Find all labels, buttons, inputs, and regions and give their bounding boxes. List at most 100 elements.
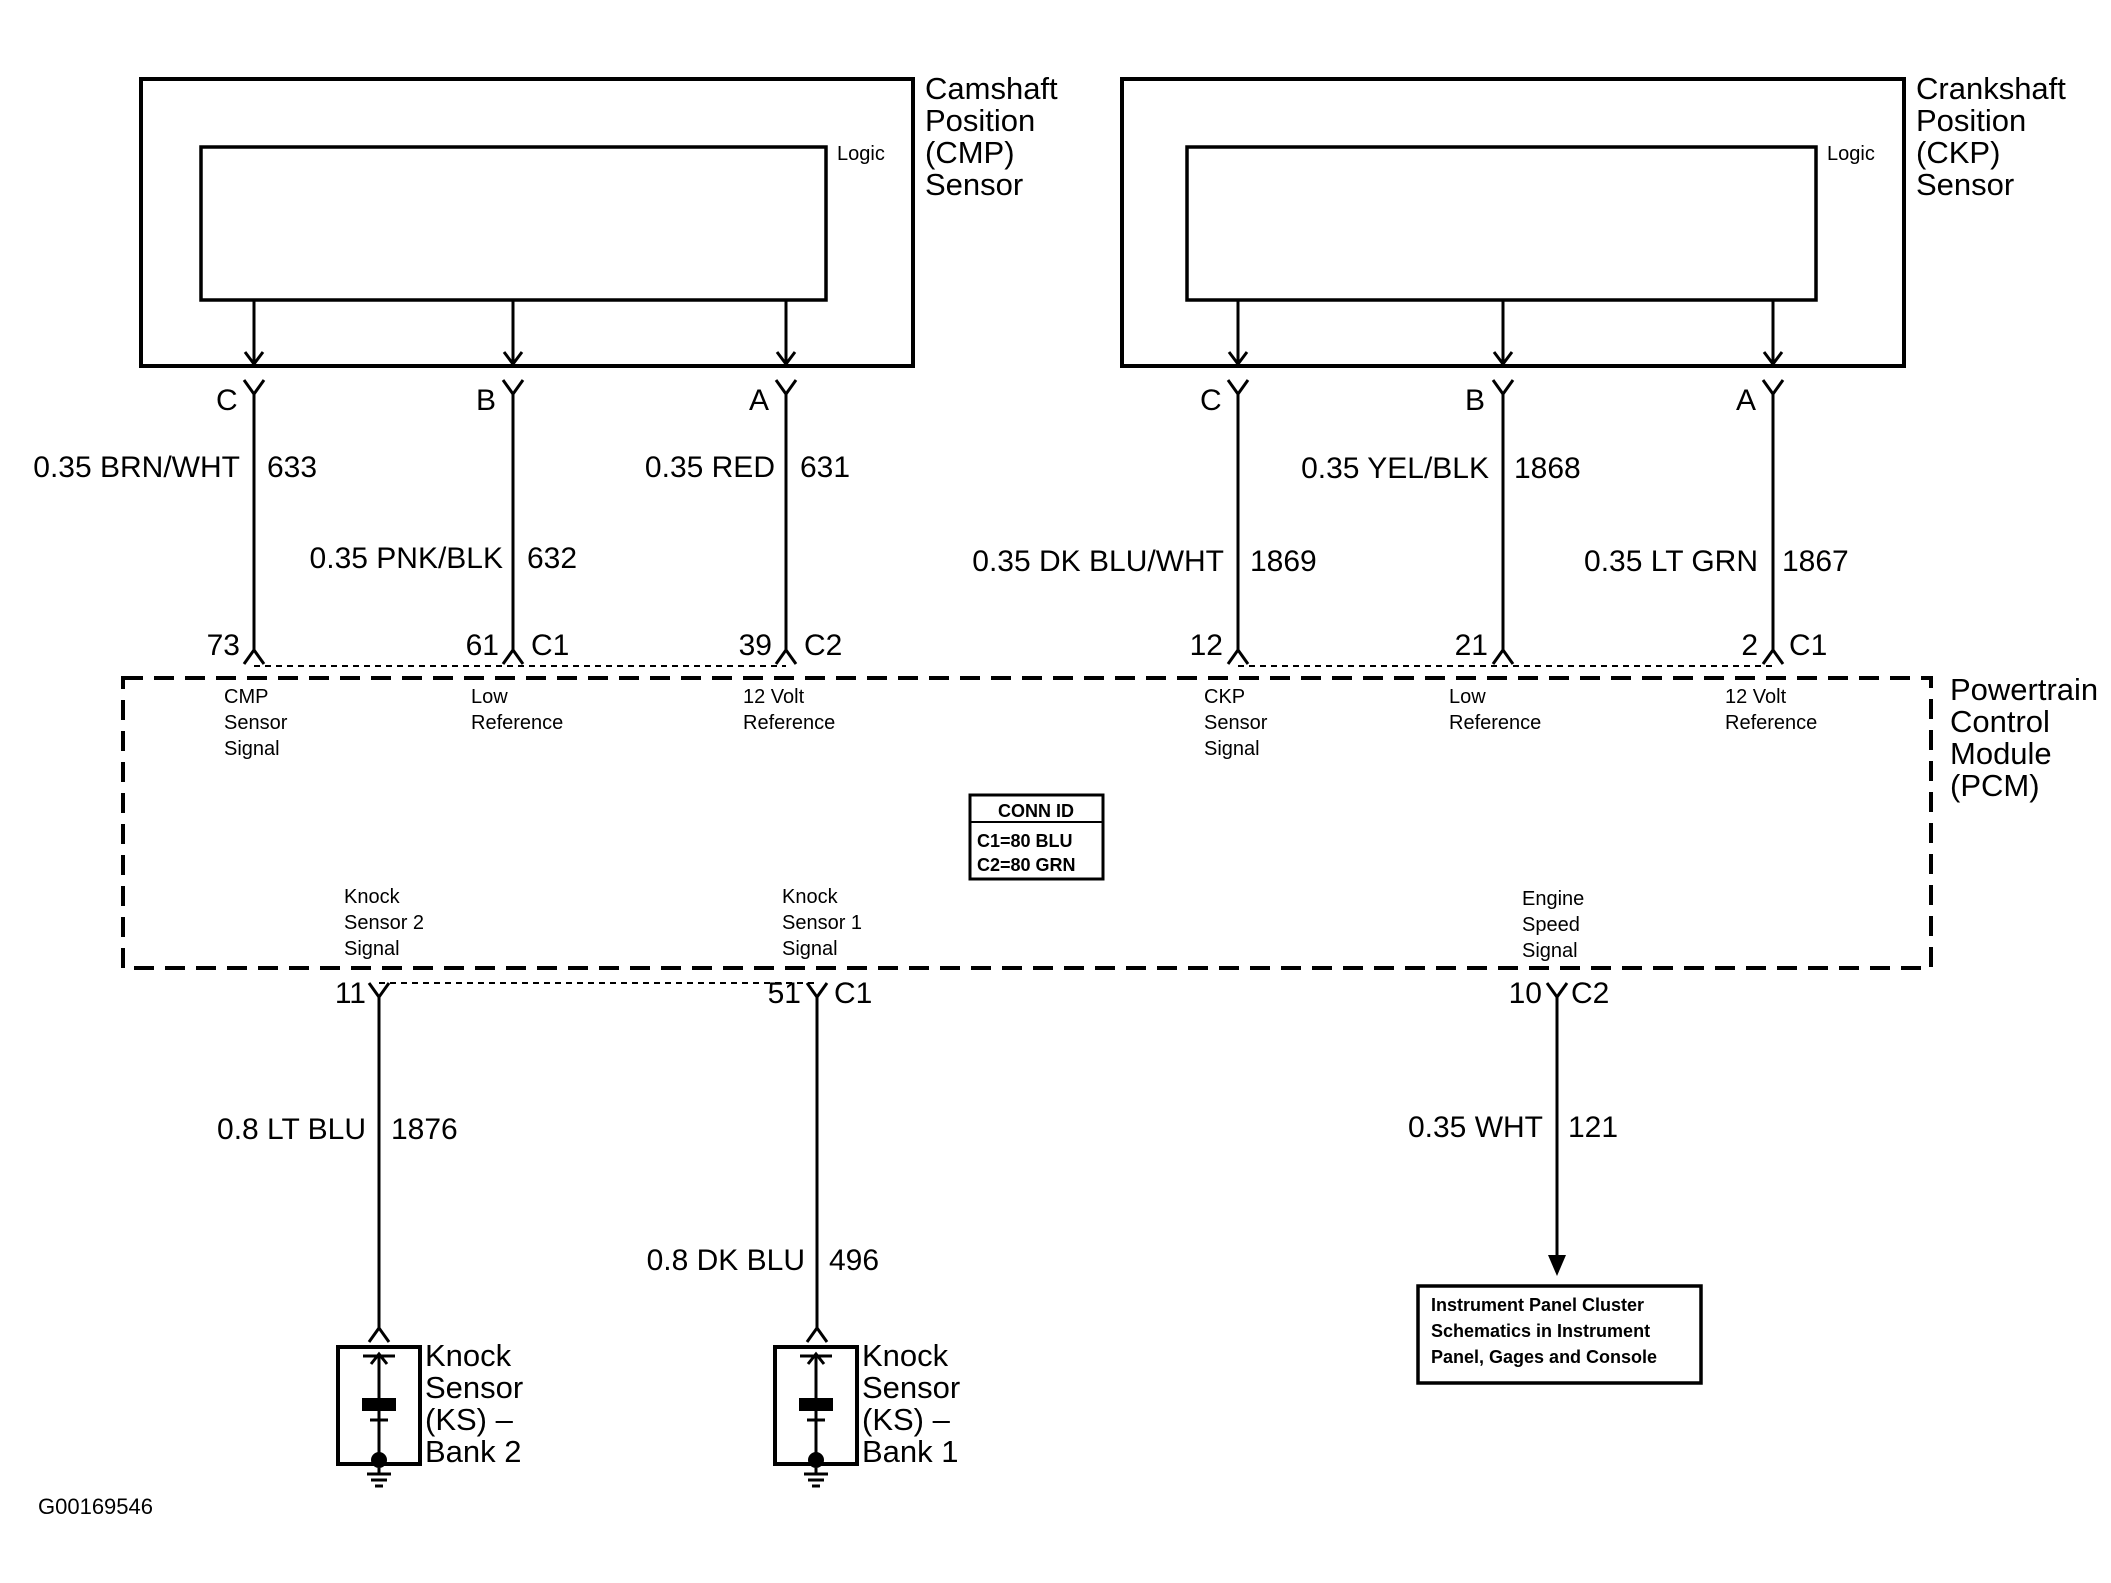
signal-cmp-line-3: Signal bbox=[224, 738, 280, 760]
figure-id: G00169546 bbox=[38, 1494, 153, 1519]
signal-ckp-line-3: Signal bbox=[1204, 738, 1260, 760]
cmp-arrow-c bbox=[243, 300, 265, 367]
ipc-reference-frame bbox=[1416, 1284, 1703, 1385]
pin-12: 12 bbox=[1190, 629, 1223, 662]
ckp-sensor-outer-box bbox=[1120, 77, 1906, 368]
ks2-bottom-terminal bbox=[370, 1411, 388, 1460]
ckp-arrow-b bbox=[1492, 300, 1514, 367]
signal-knock2-line-3: Signal bbox=[344, 938, 400, 960]
ks2-name-line-4: Bank 2 bbox=[425, 1434, 522, 1469]
bottom-wire-1876: 11 0.8 LT BLU 1876 bbox=[217, 977, 458, 1343]
wire-1868-circuit: 1868 bbox=[1514, 452, 1581, 485]
ckp-arrow-a bbox=[1762, 300, 1784, 367]
cmp-arrow-b bbox=[502, 300, 524, 367]
pin-61: 61 bbox=[466, 629, 499, 662]
ks1-top-terminal bbox=[800, 1351, 832, 1398]
ipc-reference-line-2: Schematics in Instrument bbox=[1431, 1321, 1650, 1341]
ks1-name-line-2: Sensor bbox=[862, 1370, 960, 1405]
wire-121-color: 0.35 WHT bbox=[1408, 1111, 1543, 1144]
ckp-name-line-3: (CKP) bbox=[1916, 135, 2000, 170]
pin-11: 11 bbox=[335, 977, 366, 1010]
wire-1876-circuit: 1876 bbox=[391, 1113, 458, 1146]
cmp-logic-label: Logic bbox=[837, 143, 885, 165]
pcm-name-line-3: Module bbox=[1950, 736, 2052, 771]
signal-12v-ref-2-line-2: Reference bbox=[1725, 712, 1817, 734]
pin-51-connector: C1 bbox=[834, 977, 872, 1010]
wire-1876-color: 0.8 LT BLU bbox=[217, 1113, 366, 1146]
pin-51: 51 bbox=[768, 977, 801, 1010]
pin-10: 10 bbox=[1509, 977, 1542, 1010]
cmp-sensor-outer-box bbox=[139, 77, 915, 368]
signal-12v-ref-1-line-2: Reference bbox=[743, 712, 835, 734]
ks2-ground-icon bbox=[367, 1468, 391, 1488]
signal-cmp-line-1: CMP bbox=[224, 686, 268, 708]
cmp-logic-box bbox=[199, 145, 828, 302]
signal-engine-speed-line-1: Engine bbox=[1522, 888, 1584, 910]
cmp-sensor: Logic Camshaft Position (CMP) Sensor C B… bbox=[139, 71, 1058, 417]
pin-73: 73 bbox=[207, 629, 240, 662]
ks2-top-terminal bbox=[363, 1351, 395, 1398]
cmp-wire-632: 0.35 PNK/BLK 632 61 C1 bbox=[310, 379, 577, 665]
pin-39-connector: C2 bbox=[804, 629, 842, 662]
knock-sensor-bank-2: Knock Sensor (KS) – Bank 2 bbox=[336, 1338, 523, 1488]
wire-121-circuit: 121 bbox=[1568, 1111, 1618, 1144]
ks1-name-line-3: (KS) – bbox=[862, 1402, 951, 1437]
wire-496-color: 0.8 DK BLU bbox=[647, 1244, 805, 1277]
pin-39: 39 bbox=[739, 629, 772, 662]
wire-633-line bbox=[242, 379, 266, 665]
wire-1867-circuit: 1867 bbox=[1782, 545, 1849, 578]
ckp-terminal-b: B bbox=[1465, 384, 1485, 417]
ckp-wire-1869: 0.35 DK BLU/WHT 1869 12 bbox=[972, 379, 1317, 665]
ks2-crystal bbox=[362, 1398, 396, 1411]
bottom-wire-121: 10 C2 0.35 WHT 121 bbox=[1408, 977, 1618, 1276]
wire-1869-color: 0.35 DK BLU/WHT bbox=[972, 545, 1224, 578]
signal-engine-speed-line-3: Signal bbox=[1522, 940, 1578, 962]
ckp-terminal-a: A bbox=[1736, 384, 1756, 417]
wire-1876-line bbox=[367, 982, 391, 1343]
conn-id-c2: C2=80 GRN bbox=[977, 855, 1076, 875]
wire-632-line bbox=[501, 379, 525, 665]
wire-1867-color: 0.35 LT GRN bbox=[1584, 545, 1758, 578]
pcm: Powertrain Control Module (PCM) CMP Sens… bbox=[121, 672, 2098, 970]
pin-2-connector: C1 bbox=[1789, 629, 1827, 662]
pcm-name-line-1: Powertrain bbox=[1950, 672, 2098, 707]
signal-low-ref-1-line-1: Low bbox=[471, 686, 508, 708]
ipc-reference-line-3: Panel, Gages and Console bbox=[1431, 1347, 1657, 1367]
signal-low-ref-2-line-1: Low bbox=[1449, 686, 1486, 708]
pin-2: 2 bbox=[1741, 629, 1758, 662]
ks1-ground-node bbox=[808, 1452, 824, 1468]
signal-knock2-line-2: Sensor 2 bbox=[344, 912, 424, 934]
bottom-wire-496: 51 C1 0.8 DK BLU 496 bbox=[647, 977, 879, 1343]
wire-1869-line bbox=[1226, 379, 1250, 665]
pin-21: 21 bbox=[1455, 629, 1488, 662]
ks1-name-line-1: Knock bbox=[862, 1338, 949, 1373]
pcm-name-line-4: (PCM) bbox=[1950, 768, 2040, 803]
signal-knock2-line-1: Knock bbox=[344, 886, 401, 908]
pin-61-connector: C1 bbox=[531, 629, 569, 662]
ks1-name-line-4: Bank 1 bbox=[862, 1434, 959, 1469]
cmp-terminal-c: C bbox=[216, 384, 238, 417]
cmp-terminal-b: B bbox=[476, 384, 496, 417]
wire-121-line bbox=[1545, 982, 1569, 1260]
ckp-wire-1867: 0.35 LT GRN 1867 2 C1 bbox=[1584, 379, 1849, 665]
ipc-reference-box: Instrument Panel Cluster Schematics in I… bbox=[1416, 1284, 1703, 1385]
wire-496-circuit: 496 bbox=[829, 1244, 879, 1277]
cmp-wire-631: 0.35 RED 631 39 C2 bbox=[645, 379, 850, 665]
pcm-dashed-boundary bbox=[121, 676, 1933, 970]
cmp-name-line-4: Sensor bbox=[925, 167, 1023, 202]
wire-121-arrowhead bbox=[1548, 1255, 1566, 1276]
signal-cmp-line-2: Sensor bbox=[224, 712, 288, 734]
cmp-wire-633: 0.35 BRN/WHT 633 73 bbox=[33, 379, 317, 665]
wire-632-circuit: 632 bbox=[527, 542, 577, 575]
ks1-ground-icon bbox=[804, 1468, 828, 1488]
conn-id-frame bbox=[968, 793, 1105, 881]
wire-1867-line bbox=[1761, 379, 1785, 665]
signal-knock1-line-3: Signal bbox=[782, 938, 838, 960]
ks2-name-line-3: (KS) – bbox=[425, 1402, 514, 1437]
ks2-name-line-1: Knock bbox=[425, 1338, 512, 1373]
signal-ckp-line-1: CKP bbox=[1204, 686, 1245, 708]
conn-id-c1: C1=80 BLU bbox=[977, 831, 1073, 851]
ckp-logic-label: Logic bbox=[1827, 143, 1875, 165]
cmp-terminal-a: A bbox=[749, 384, 769, 417]
